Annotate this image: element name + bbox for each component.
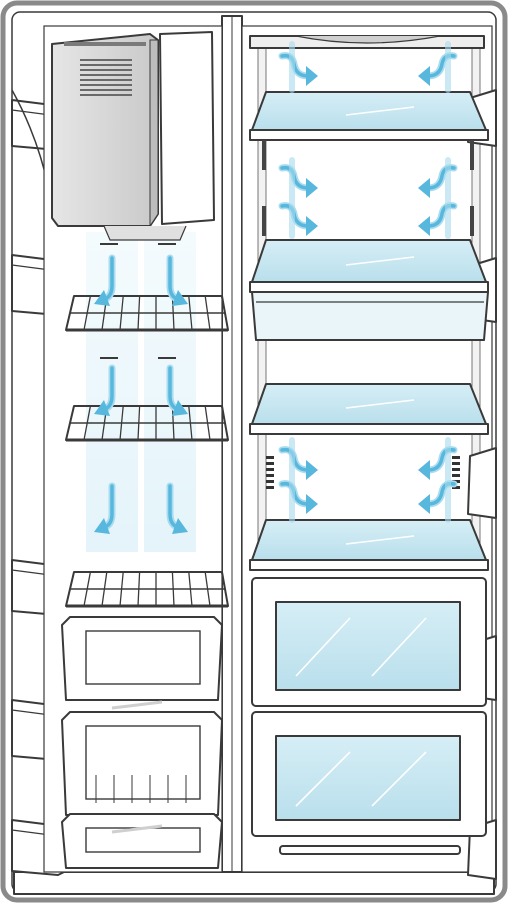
freezer-basket [62, 617, 222, 700]
vent-slot [266, 474, 274, 477]
glass-shelf-trim [250, 282, 488, 292]
rail-slot [470, 140, 474, 170]
vent-slot [452, 474, 460, 477]
vent-slot [266, 486, 274, 489]
freezer-basket [62, 712, 222, 815]
crisper-handle [280, 846, 460, 854]
glass-shelf [250, 92, 488, 140]
deli-drawer [252, 292, 488, 340]
vent-slot [266, 480, 274, 483]
glass-shelf-trim [250, 130, 488, 140]
fridge-door-bin [468, 448, 496, 518]
glass-shelf-trim [250, 560, 488, 570]
glass-shelf-pane [252, 240, 486, 282]
ice-maker-side [150, 40, 158, 226]
rail-slot [470, 206, 474, 236]
glass-shelf-pane [252, 92, 486, 130]
crisper-drawer [252, 578, 486, 706]
glass-shelf [250, 520, 488, 570]
rail-slot [262, 140, 266, 170]
freezer-compartment [12, 26, 228, 875]
ice-maker-vent-top [64, 42, 146, 46]
glass-shelf-pane [252, 384, 486, 424]
glass-shelf [250, 240, 488, 292]
bottom-plinth [14, 872, 494, 894]
glass-shelf-trim [250, 424, 488, 434]
rail-slot [262, 206, 266, 236]
vent-slot [452, 456, 460, 459]
crisper-window [276, 602, 460, 690]
freezer-basket [62, 814, 222, 868]
glass-shelf [250, 384, 488, 434]
vent-slot [266, 462, 274, 465]
vent-slot [452, 462, 460, 465]
ice-maker [52, 34, 158, 226]
ice-maker-body [52, 34, 158, 226]
glass-shelf-pane [252, 520, 486, 560]
vent-slot [266, 456, 274, 459]
crisper-drawer [252, 712, 486, 836]
ice-bucket [160, 32, 214, 224]
crisper-window [276, 736, 460, 820]
ice-maker-tray [104, 226, 186, 240]
vent-slot [452, 468, 460, 471]
vent-slot [266, 468, 274, 471]
